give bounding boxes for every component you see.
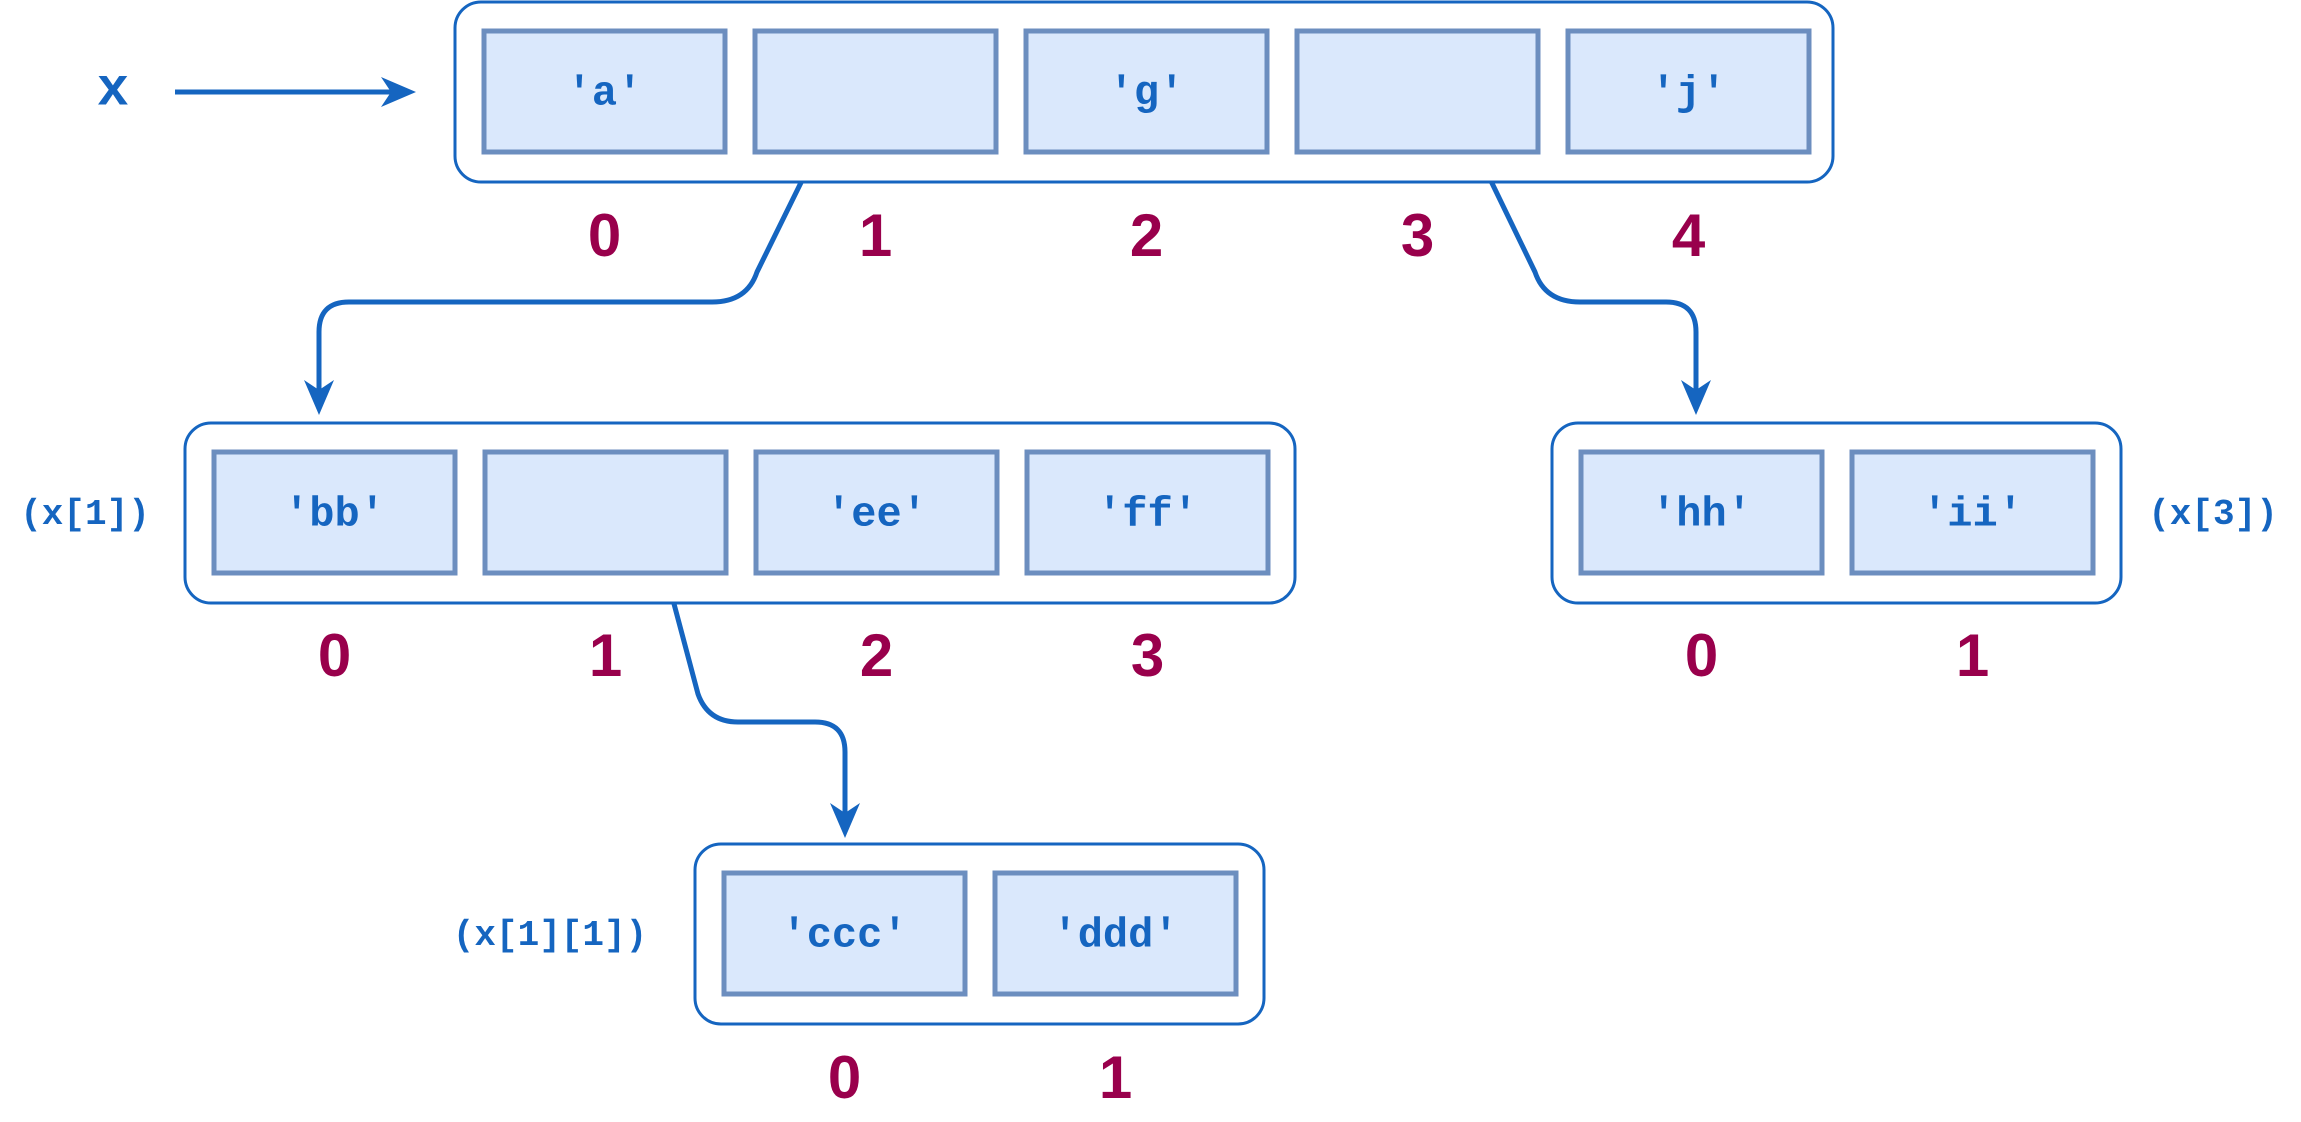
- index-label: 3: [1401, 202, 1434, 269]
- index-label: 4: [1672, 202, 1706, 269]
- arrowhead-x: [381, 77, 416, 107]
- list-groups: 'a' 'g' 'j' 0 1 2 3 4 'bb' 'ee' 'ff' 0 1 2 3 (x[1]) 'hh'…: [20, 0, 2278, 1111]
- index-label: 1: [859, 202, 892, 269]
- list-cell: [1578, 449, 1825, 576]
- list-cell: [1565, 28, 1812, 155]
- list-x: 'a' 'g' 'j' 0 1 2 3 4: [453, 0, 1835, 269]
- list-cell: [752, 28, 999, 155]
- reference-arrows: [175, 77, 1711, 838]
- list-cell: [481, 28, 728, 155]
- list-cell: [482, 449, 729, 576]
- arrowhead-x1: [304, 380, 334, 415]
- arrow-x11-reference: [662, 569, 848, 815]
- index-label: 2: [1130, 202, 1163, 269]
- index-label: 3: [1131, 622, 1164, 689]
- index-label: 1: [1956, 622, 1989, 689]
- cell-value: 'g': [1109, 70, 1185, 118]
- list-cell: [1024, 449, 1271, 576]
- list-cell: [1023, 28, 1270, 155]
- list-cell: [1849, 449, 2096, 576]
- cell-value: 'j': [1651, 70, 1727, 118]
- list-name-label: (x[3]): [2148, 494, 2278, 535]
- cell-value: 'ddd': [1052, 912, 1178, 960]
- index-label: 0: [318, 622, 351, 689]
- index-label: 2: [860, 622, 893, 689]
- list-cell: [211, 449, 458, 576]
- index-label: 1: [589, 622, 622, 689]
- list-cell: [753, 449, 1000, 576]
- list-x3: 'hh' 'ii' 0 1 (x[3]): [1550, 421, 2278, 689]
- variable-name: x: [97, 60, 129, 121]
- arrow-x3-reference: [1472, 146, 1699, 392]
- cell-value: 'ccc': [781, 912, 907, 960]
- arrow-x1-reference: [316, 146, 821, 392]
- index-label: 0: [828, 1044, 861, 1111]
- list-cell: [1294, 28, 1541, 155]
- list-cell: [992, 870, 1239, 997]
- list-container: [183, 421, 1297, 605]
- index-label: 0: [588, 202, 621, 269]
- list-cell: [721, 870, 968, 997]
- index-label: 1: [1099, 1044, 1132, 1111]
- cell-value: 'hh': [1651, 491, 1752, 539]
- arrowhead-x11: [830, 803, 860, 838]
- cell-value: 'ff': [1097, 491, 1198, 539]
- list-x11: 'ccc' 'ddd' 0 1 (x[1][1]): [453, 842, 1266, 1111]
- cell-value: 'ee': [826, 491, 927, 539]
- cell-value: 'ii': [1922, 491, 2023, 539]
- list-x1: 'bb' 'ee' 'ff' 0 1 2 3 (x[1]): [20, 421, 1297, 689]
- cell-value: 'a': [567, 70, 643, 118]
- index-label: 0: [1685, 622, 1718, 689]
- arrowhead-x3: [1681, 380, 1711, 415]
- cell-value: 'bb': [284, 491, 385, 539]
- list-name-label: (x[1]): [20, 494, 150, 535]
- list-name-label: (x[1][1]): [453, 915, 647, 956]
